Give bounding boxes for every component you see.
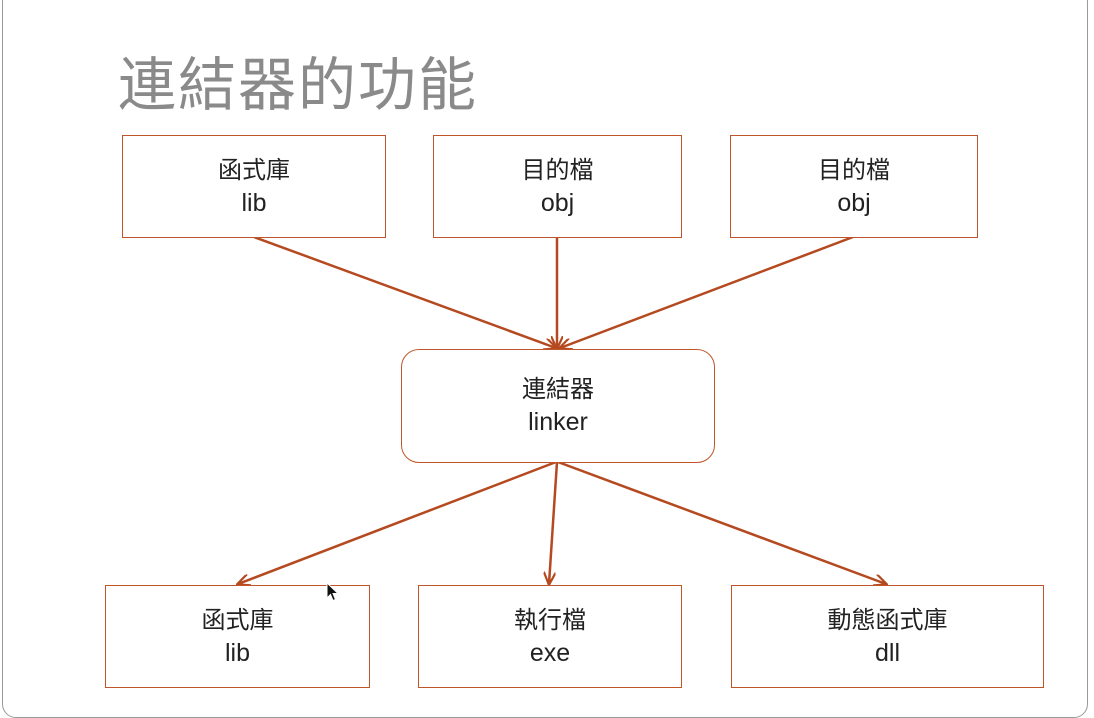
node-output-exe: 執行檔 exe [418, 585, 682, 688]
arrow-linker-to-lib [238, 460, 557, 584]
node-label-en: obj [837, 188, 871, 217]
node-label-zh: 動態函式庫 [827, 605, 948, 634]
mouse-pointer-icon [326, 582, 340, 602]
node-input-obj-1: 目的檔 obj [433, 135, 682, 238]
node-label-en: obj [540, 188, 575, 217]
node-label-en: lib [241, 188, 267, 217]
page-title: 連結器的功能 [118, 51, 479, 119]
node-output-lib: 函式庫 lib [105, 585, 370, 688]
node-label-en: lib [224, 638, 250, 667]
node-label-en: exe [529, 638, 571, 667]
node-linker: 連結器 linker [401, 349, 715, 463]
node-label-zh: 函式庫 [218, 155, 290, 184]
node-input-lib: 函式庫 lib [122, 135, 386, 238]
arrow-obj2-to-linker [560, 235, 854, 348]
node-label-zh: 目的檔 [818, 155, 890, 184]
node-label-zh: 連結器 [522, 375, 594, 403]
node-label-zh: 函式庫 [201, 605, 274, 634]
node-label-en: linker [528, 408, 588, 436]
node-label-zh: 目的檔 [521, 155, 594, 184]
node-label-zh: 執行檔 [514, 605, 586, 634]
arrow-linker-to-dll [557, 460, 886, 584]
node-input-obj-2: 目的檔 obj [730, 135, 978, 238]
arrow-lib-to-linker [253, 235, 556, 348]
arrow-linker-to-exe [549, 461, 559, 584]
node-output-dll: 動態函式庫 dll [731, 585, 1044, 688]
node-label-en: dll [874, 638, 900, 667]
